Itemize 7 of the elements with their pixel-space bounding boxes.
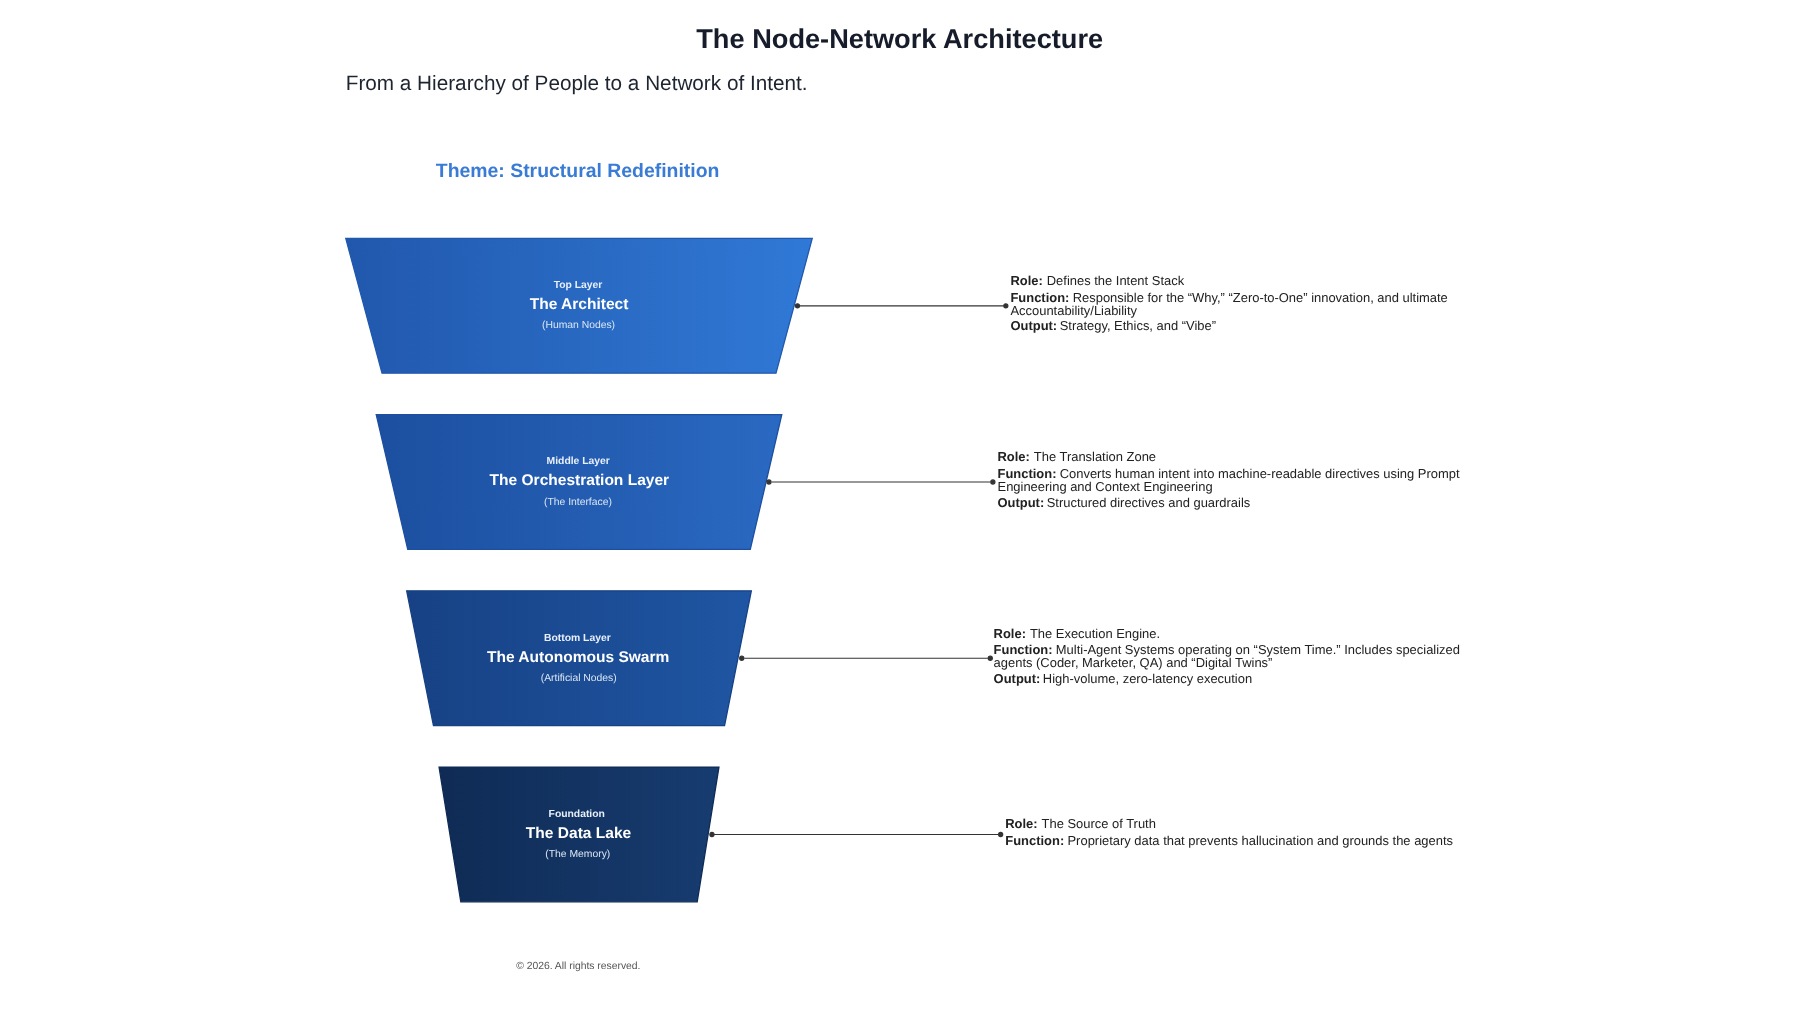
diagram-title: The Node-Network Architecture: [695, 23, 1103, 54]
connector: [765, 479, 995, 485]
connector: [793, 303, 1008, 309]
label: From a Hierarchy of People to a Network of Intent.: [344, 74, 807, 97]
connector: [708, 831, 1003, 838]
label: Theme: Structural Redefinition: [434, 160, 719, 183]
connector: [738, 655, 992, 661]
